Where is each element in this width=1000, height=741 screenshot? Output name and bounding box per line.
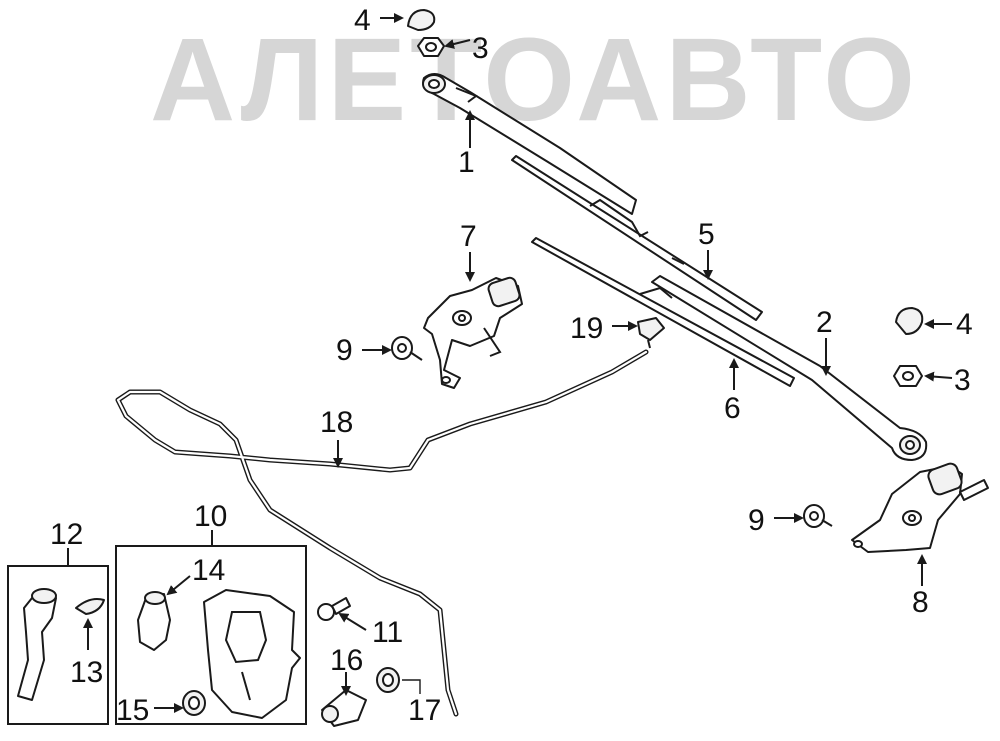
filler-neck (17, 588, 57, 701)
callout-9-upper: 9 (336, 334, 353, 367)
nut-top (417, 37, 445, 57)
wiper-motor-lower (851, 462, 989, 553)
nut-right (893, 365, 923, 387)
wiper-arm-driver (422, 73, 637, 215)
callout-7: 7 (460, 220, 477, 253)
callout-14: 14 (192, 554, 225, 587)
grommet-17 (376, 667, 400, 693)
wiper-blade-driver (511, 155, 763, 321)
callout-3-right: 3 (954, 364, 971, 397)
callout-1: 1 (458, 146, 475, 179)
callout-18: 18 (320, 406, 353, 439)
cap-top (407, 9, 436, 31)
callout-4-right: 4 (956, 308, 973, 341)
callout-16: 16 (330, 644, 363, 677)
callout-11: 11 (372, 616, 403, 649)
level-sensor (321, 689, 367, 727)
callout-15: 15 (116, 694, 149, 727)
bolt-lower (803, 504, 833, 528)
watermark-text: АЛЕТОАВТО (150, 14, 919, 146)
callout-2: 2 (816, 306, 833, 339)
bolt-upper (391, 336, 423, 361)
grommet-15 (182, 690, 206, 716)
washer-nozzle (637, 317, 665, 349)
washer-reservoir (203, 589, 301, 719)
washer-hose (115, 349, 649, 717)
callout-9-lower: 9 (748, 504, 765, 537)
callout-10: 10 (194, 500, 227, 533)
screw-11 (317, 597, 351, 621)
callout-13: 13 (70, 656, 103, 689)
callout-3-top: 3 (472, 32, 489, 65)
filler-cap (75, 598, 105, 615)
washer-pump (137, 591, 171, 651)
cap-right (895, 307, 924, 335)
wiper-motor-upper (423, 276, 523, 389)
box-12 (7, 565, 109, 725)
wiper-arm-passenger (651, 275, 928, 461)
callout-4-top: 4 (354, 4, 371, 37)
callout-8: 8 (912, 586, 929, 619)
callout-17: 17 (408, 694, 441, 727)
callout-19: 19 (570, 312, 603, 345)
callout-6: 6 (724, 392, 741, 425)
callout-5: 5 (698, 218, 715, 251)
callout-12: 12 (50, 518, 83, 551)
